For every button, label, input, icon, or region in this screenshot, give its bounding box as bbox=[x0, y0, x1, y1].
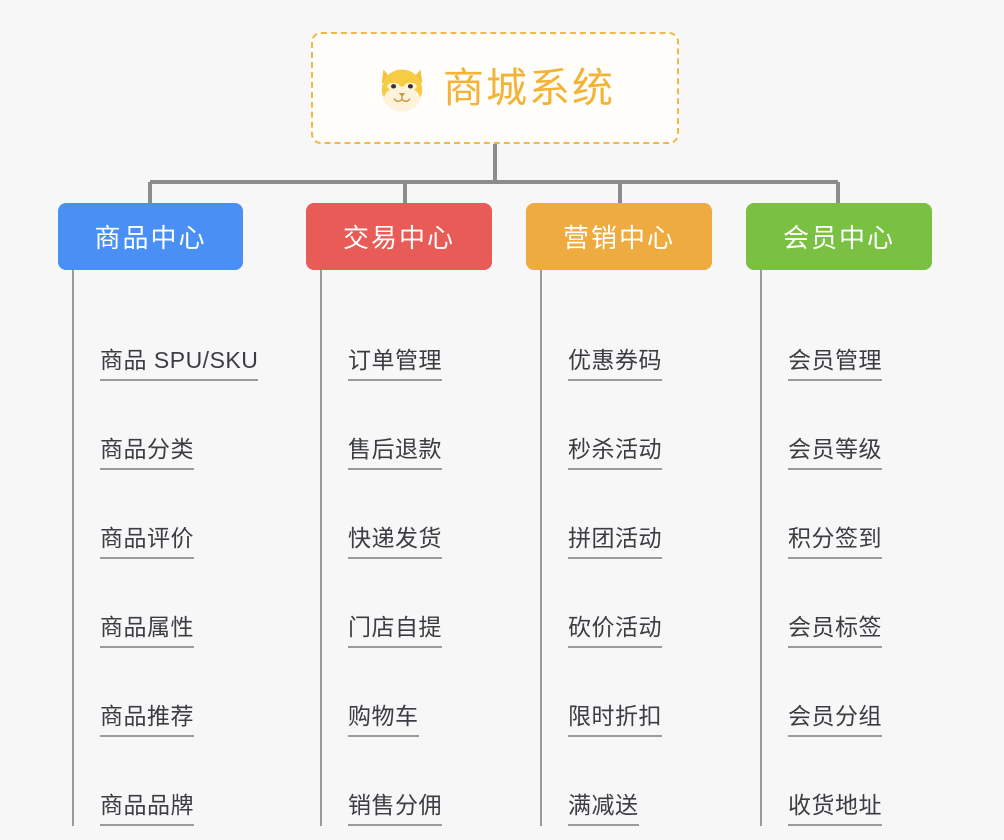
leaf-label: 售后退款 bbox=[348, 436, 442, 470]
leaf-item[interactable]: 商品品牌 bbox=[72, 737, 288, 826]
branch-box-2[interactable]: 营销中心 bbox=[526, 203, 712, 270]
leaf-item[interactable]: 收货地址 bbox=[760, 737, 946, 826]
leaf-list-1: 订单管理 售后退款 快递发货 门店自提 购物车 销售分佣 bbox=[306, 270, 521, 826]
branch-label-0: 商品中心 bbox=[94, 223, 207, 253]
leaf-label: 商品属性 bbox=[100, 614, 194, 648]
leaf-label: 会员等级 bbox=[788, 436, 882, 470]
leaf-label: 积分签到 bbox=[788, 525, 882, 559]
leaf-item[interactable]: 会员管理 bbox=[760, 292, 946, 381]
leaf-label: 拼团活动 bbox=[568, 525, 662, 559]
leaf-label: 秒杀活动 bbox=[568, 436, 662, 470]
root-node[interactable]: 商城系统 bbox=[311, 32, 679, 144]
leaf-item[interactable]: 售后退款 bbox=[320, 381, 521, 470]
leaf-label: 限时折扣 bbox=[568, 703, 662, 737]
leaf-label: 会员标签 bbox=[788, 614, 882, 648]
leaf-item[interactable]: 积分签到 bbox=[760, 470, 946, 559]
leaf-item[interactable]: 会员等级 bbox=[760, 381, 946, 470]
leaf-item[interactable]: 满减送 bbox=[540, 737, 726, 826]
branch-columns: 商品中心 商品 SPU/SKU 商品分类 商品评价 商品属性 商品推荐 bbox=[0, 203, 1004, 840]
leaf-item[interactable]: 商品分类 bbox=[72, 381, 288, 470]
branch-box-3[interactable]: 会员中心 bbox=[746, 203, 932, 270]
leaf-spine-3 bbox=[760, 270, 762, 826]
leaf-label: 砍价活动 bbox=[568, 614, 662, 648]
leaf-spine-2 bbox=[540, 270, 542, 826]
branch-column-3: 会员中心 会员管理 会员等级 积分签到 会员标签 会员分组 bbox=[746, 203, 946, 826]
branch-column-1: 交易中心 订单管理 售后退款 快递发货 门店自提 购物车 bbox=[306, 203, 521, 826]
leaf-spine-1 bbox=[320, 270, 322, 826]
leaf-item[interactable]: 秒杀活动 bbox=[540, 381, 726, 470]
leaf-item[interactable]: 拼团活动 bbox=[540, 470, 726, 559]
leaf-item[interactable]: 砍价活动 bbox=[540, 559, 726, 648]
leaf-item[interactable]: 商品评价 bbox=[72, 470, 288, 559]
leaf-label: 商品品牌 bbox=[100, 792, 194, 826]
leaf-label: 快递发货 bbox=[348, 525, 442, 559]
branch-label-1: 交易中心 bbox=[342, 223, 455, 253]
leaf-label: 收货地址 bbox=[788, 792, 882, 826]
leaf-label: 订单管理 bbox=[348, 347, 442, 381]
leaf-list-0: 商品 SPU/SKU 商品分类 商品评价 商品属性 商品推荐 商品品牌 bbox=[58, 270, 288, 826]
leaf-label: 会员分组 bbox=[788, 703, 882, 737]
branch-label-2: 营销中心 bbox=[562, 223, 675, 253]
branch-column-0: 商品中心 商品 SPU/SKU 商品分类 商品评价 商品属性 商品推荐 bbox=[58, 203, 288, 826]
leaf-item[interactable]: 销售分佣 bbox=[320, 737, 521, 826]
branch-box-0[interactable]: 商品中心 bbox=[58, 203, 243, 270]
leaf-list-3: 会员管理 会员等级 积分签到 会员标签 会员分组 收货地址 bbox=[746, 270, 946, 826]
leaf-item[interactable]: 快递发货 bbox=[320, 470, 521, 559]
leaf-item[interactable]: 会员标签 bbox=[760, 559, 946, 648]
leaf-list-2: 优惠券码 秒杀活动 拼团活动 砍价活动 限时折扣 满减送 bbox=[526, 270, 726, 826]
branch-column-2: 营销中心 优惠券码 秒杀活动 拼团活动 砍价活动 限时折扣 bbox=[526, 203, 726, 826]
leaf-label: 商品 SPU/SKU bbox=[100, 347, 259, 381]
leaf-item[interactable]: 商品 SPU/SKU bbox=[72, 292, 288, 381]
leaf-label: 门店自提 bbox=[348, 614, 442, 648]
root-title: 商城系统 bbox=[443, 64, 615, 111]
leaf-item[interactable]: 限时折扣 bbox=[540, 648, 726, 737]
leaf-label: 销售分佣 bbox=[348, 792, 442, 826]
leaf-item[interactable]: 会员分组 bbox=[760, 648, 946, 737]
leaf-item[interactable]: 订单管理 bbox=[320, 292, 521, 381]
branch-label-3: 会员中心 bbox=[782, 223, 895, 253]
leaf-label: 会员管理 bbox=[788, 347, 882, 381]
leaf-label: 满减送 bbox=[568, 792, 639, 826]
leaf-label: 优惠券码 bbox=[568, 347, 662, 381]
leaf-label: 购物车 bbox=[348, 703, 419, 737]
leaf-item[interactable]: 购物车 bbox=[320, 648, 521, 737]
leaf-item[interactable]: 优惠券码 bbox=[540, 292, 726, 381]
branch-box-1[interactable]: 交易中心 bbox=[306, 203, 492, 270]
leaf-label: 商品分类 bbox=[100, 436, 194, 470]
leaf-item[interactable]: 商品推荐 bbox=[72, 648, 288, 737]
shiba-dog-icon bbox=[381, 69, 423, 112]
leaf-label: 商品推荐 bbox=[100, 703, 194, 737]
leaf-label: 商品评价 bbox=[100, 525, 194, 559]
leaf-item[interactable]: 商品属性 bbox=[72, 559, 288, 648]
leaf-item[interactable]: 门店自提 bbox=[320, 559, 521, 648]
leaf-spine-0 bbox=[72, 270, 74, 826]
